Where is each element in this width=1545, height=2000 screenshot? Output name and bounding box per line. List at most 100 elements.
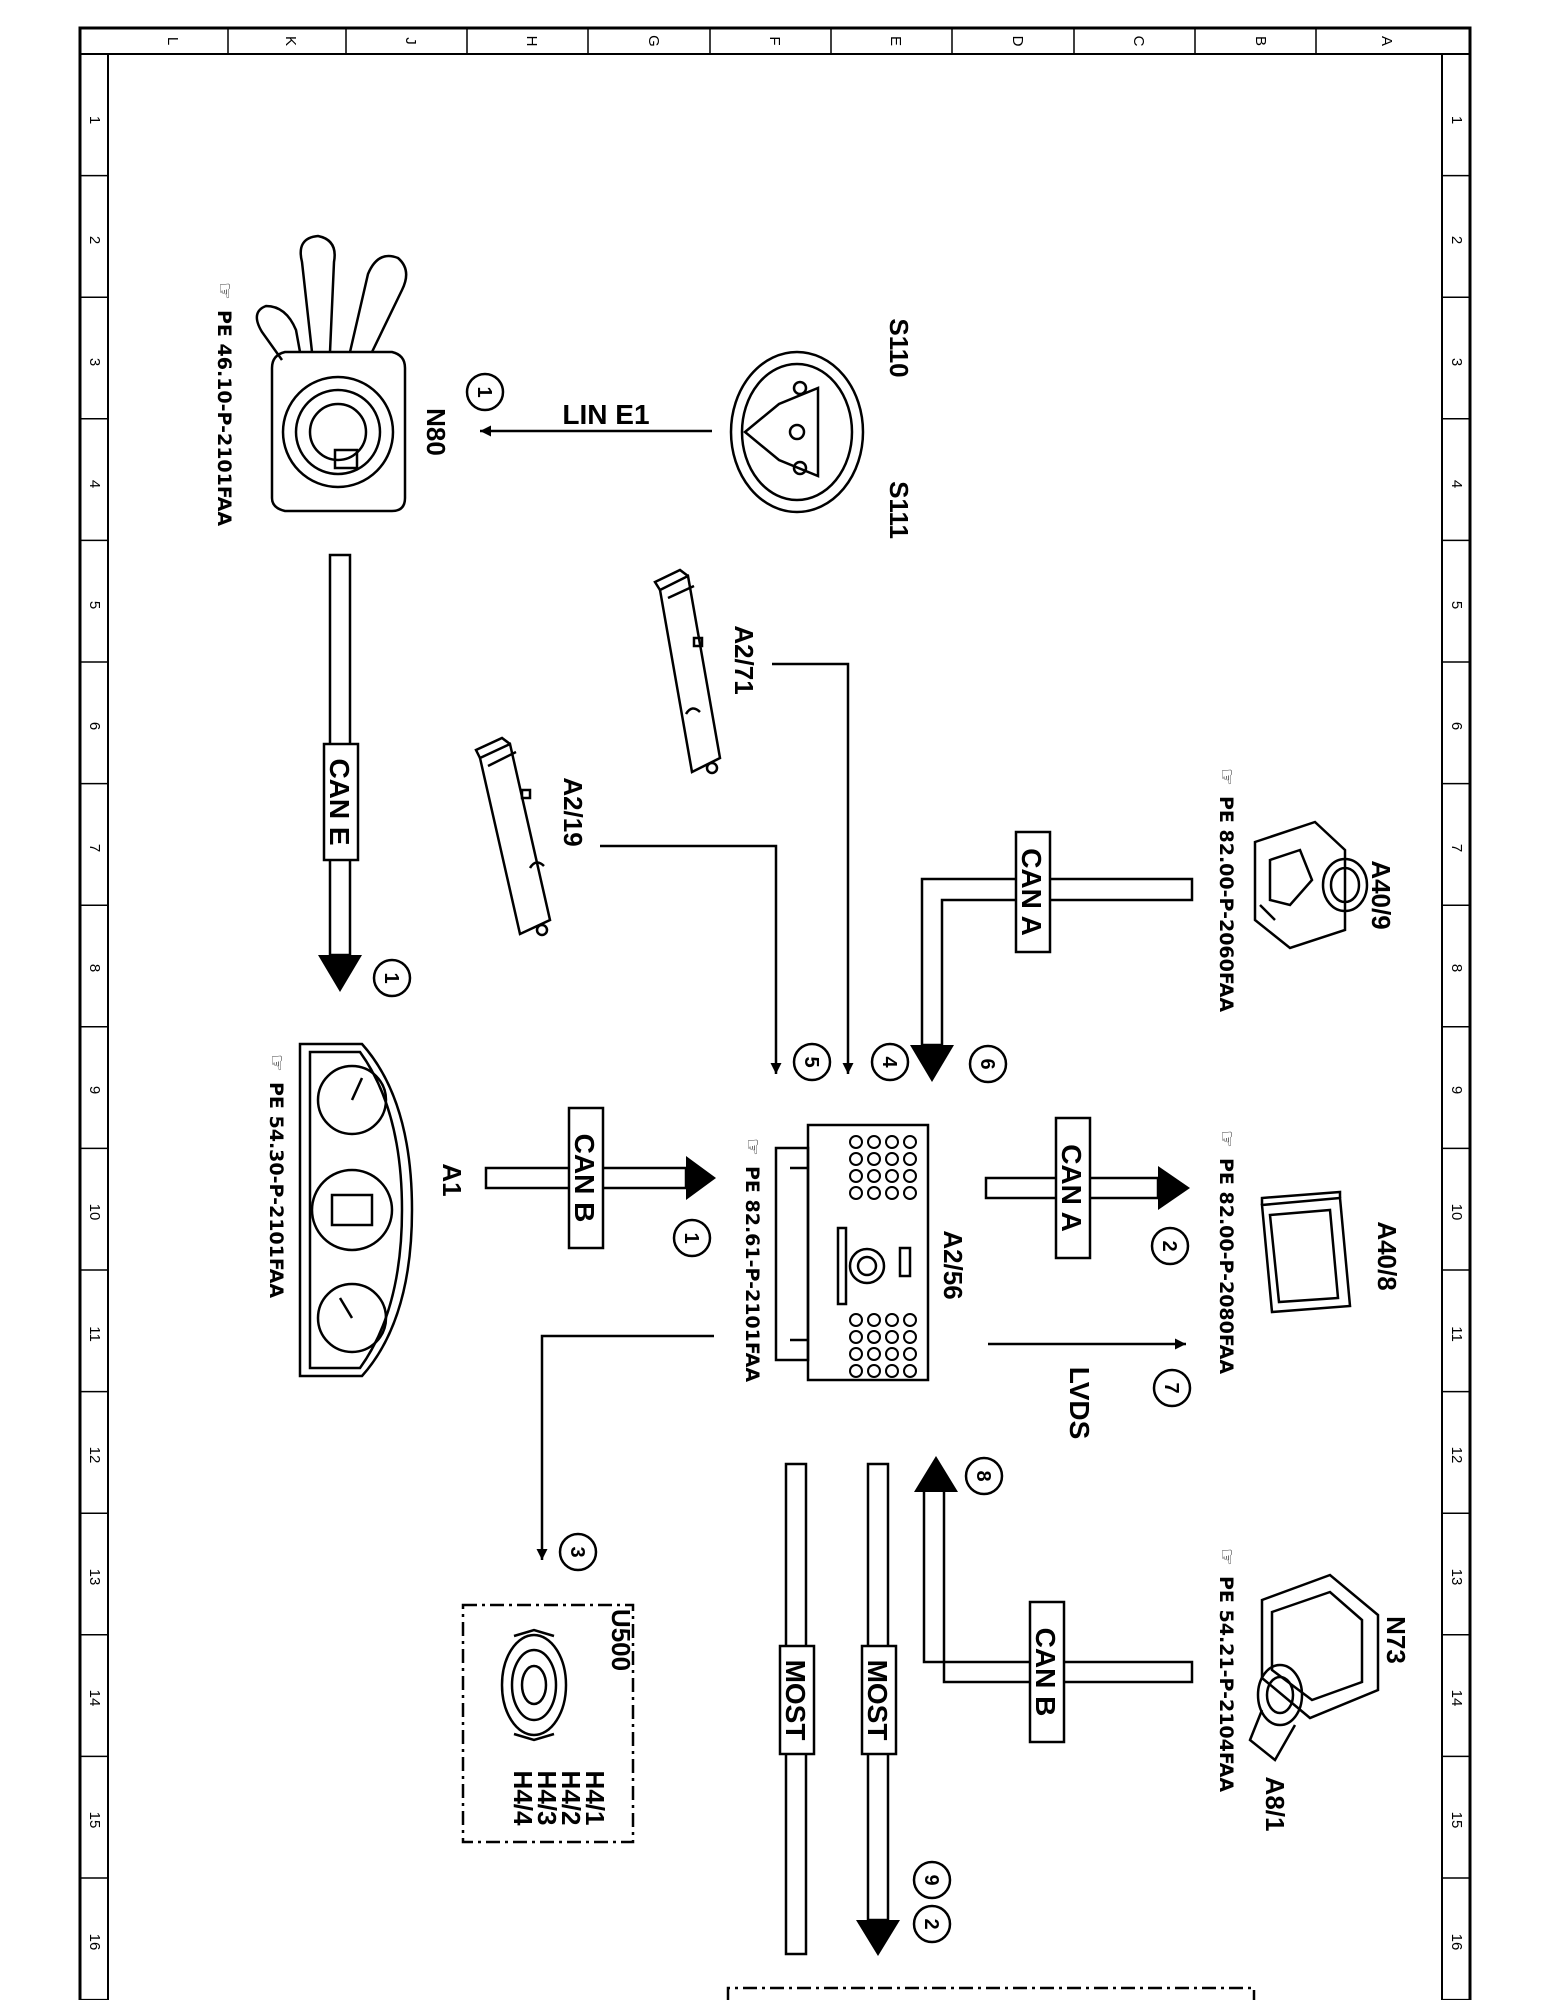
marker-a1: 1 — [672, 1218, 712, 1258]
row-label: 10 — [86, 1204, 103, 1221]
head-unit-a2-56-icon — [774, 1123, 930, 1382]
hand-icon: ☞ — [741, 1138, 765, 1156]
instrument-cluster-icon — [298, 1042, 414, 1378]
row-label: 14 — [1448, 1690, 1465, 1707]
bottom-unit-frame — [726, 1986, 1256, 2000]
can-b-lower-bus — [914, 1456, 1194, 1684]
svg-text:8: 8 — [972, 1470, 994, 1481]
h4-label: H4/2 — [556, 1771, 586, 1826]
ignition-lock-n73-icon — [1248, 1573, 1380, 1762]
ref-a1-text: PE 54.30-P-2101FAA — [265, 1082, 287, 1298]
row-label: 7 — [86, 844, 103, 852]
can-b-lower-label: CAN B — [1028, 1600, 1066, 1744]
row-label: 12 — [1448, 1447, 1465, 1464]
row-label: 9 — [1448, 1086, 1465, 1094]
lvds-label: LVDS — [1064, 1367, 1095, 1440]
marker-most-a: 9 — [912, 1860, 952, 1900]
can-e-label: CAN E — [322, 742, 360, 862]
a8-1-label: A8/1 — [1260, 1777, 1290, 1832]
row-label: 11 — [1448, 1326, 1465, 1342]
row-label: 4 — [1448, 480, 1465, 488]
svg-text:2: 2 — [920, 1918, 942, 1929]
svg-text:7: 7 — [1160, 1382, 1182, 1393]
col-label: B — [1252, 36, 1269, 46]
s111-label: S111 — [884, 481, 914, 539]
can-b-lower-text: CAN B — [1030, 1628, 1061, 1717]
col-label: A — [1378, 36, 1395, 46]
svg-text:6: 6 — [976, 1058, 998, 1069]
row-label: 5 — [86, 601, 103, 609]
ref-n80: ☞ PE 46.10-P-2101FAA — [213, 282, 237, 526]
speaker-icon — [500, 1628, 568, 1742]
steering-column-module-icon — [255, 234, 408, 513]
row-label: 16 — [86, 1934, 103, 1951]
h4-label: H4/3 — [532, 1771, 562, 1826]
a2-19-wire — [600, 844, 782, 1074]
marker-a40-8: 2 — [1150, 1226, 1190, 1266]
row-label: 15 — [1448, 1812, 1465, 1829]
ref-n73: ☞ PE 54.21-P-2104FAA — [1215, 1548, 1239, 1792]
svg-text:3: 3 — [566, 1546, 588, 1557]
can-b-left-text: CAN B — [569, 1134, 600, 1223]
most-2-text: MOST — [862, 1660, 893, 1741]
steering-wheel-icon — [729, 350, 865, 514]
a2-71-wire — [772, 662, 854, 1074]
a2-19-label: A2/19 — [558, 777, 588, 846]
a40-9-label: A40/9 — [1366, 860, 1396, 929]
display-a40-8-icon — [1260, 1190, 1352, 1314]
camera-a40-9-icon — [1253, 820, 1369, 950]
row-label: 15 — [86, 1812, 103, 1829]
h4-labels: H4/1 H4/2 H4/3 H4/4 — [508, 1771, 610, 1826]
row-label: 13 — [86, 1569, 103, 1586]
col-label: J — [402, 37, 419, 45]
most-2-label: MOST — [860, 1644, 898, 1756]
most-1-label: MOST — [778, 1644, 816, 1756]
marker-a2-19: 5 — [792, 1042, 832, 1082]
u500-frame — [461, 1603, 635, 1844]
marker-lvds: 7 — [1152, 1368, 1192, 1408]
most-1-text: MOST — [780, 1660, 811, 1741]
row-label: 8 — [1448, 964, 1465, 972]
marker-most-b: 2 — [912, 1904, 952, 1944]
sensor-a2-19-icon — [474, 736, 552, 937]
col-label: H — [523, 36, 540, 47]
row-label: 2 — [86, 236, 103, 244]
ref-a40-8-text: PE 82.00-P-2080FAA — [1215, 1158, 1237, 1374]
hand-icon: ☞ — [1215, 1548, 1239, 1566]
s110-label: S110 — [884, 318, 914, 377]
can-a-upper-text: CAN A — [1016, 848, 1047, 936]
h4-label: H4/1 — [580, 1771, 610, 1826]
ref-n73-text: PE 54.21-P-2104FAA — [1215, 1576, 1237, 1792]
col-label: F — [766, 36, 783, 45]
ref-a40-8: ☞ PE 82.00-P-2080FAA — [1215, 1130, 1239, 1374]
grid-column-labels: L K J H G F E D C B A — [164, 35, 1395, 47]
row-label: 3 — [86, 358, 103, 366]
grid-row-labels-right: 1 2 3 4 5 6 7 8 9 10 11 12 13 14 15 16 — [1448, 116, 1465, 1951]
n73-label: N73 — [1381, 1616, 1411, 1664]
can-a-upper-label: CAN A — [1014, 830, 1052, 954]
svg-text:1: 1 — [680, 1232, 702, 1243]
lin-e1-label: LIN E1 — [562, 399, 649, 430]
row-label: 9 — [86, 1086, 103, 1094]
svg-text:9: 9 — [920, 1874, 942, 1885]
u500-wire — [536, 1334, 714, 1560]
can-a-upper-bus — [910, 877, 1194, 1082]
marker-n80: 1 — [465, 372, 505, 412]
ref-a40-9-text: PE 82.00-P-2060FAA — [1215, 796, 1237, 1012]
row-label: 1 — [86, 116, 103, 124]
can-e-text: CAN E — [324, 758, 355, 845]
row-label: 13 — [1448, 1569, 1465, 1586]
ref-a40-9: ☞ PE 82.00-P-2060FAA — [1215, 768, 1239, 1012]
row-label: 11 — [86, 1326, 103, 1342]
ref-a1: ☞ PE 54.30-P-2101FAA — [265, 1054, 289, 1298]
hand-icon: ☞ — [1215, 1130, 1239, 1148]
grid-row-labels-left: 1 2 3 4 5 6 7 8 9 10 11 12 13 14 15 16 — [86, 116, 103, 1951]
marker-u500: 3 — [558, 1532, 598, 1572]
marker-n73: 8 — [964, 1456, 1004, 1496]
svg-text:1: 1 — [473, 386, 495, 397]
row-label: 6 — [86, 722, 103, 730]
n80-label: N80 — [421, 408, 451, 456]
row-label: 7 — [1448, 844, 1465, 852]
hand-icon: ☞ — [1215, 768, 1239, 786]
